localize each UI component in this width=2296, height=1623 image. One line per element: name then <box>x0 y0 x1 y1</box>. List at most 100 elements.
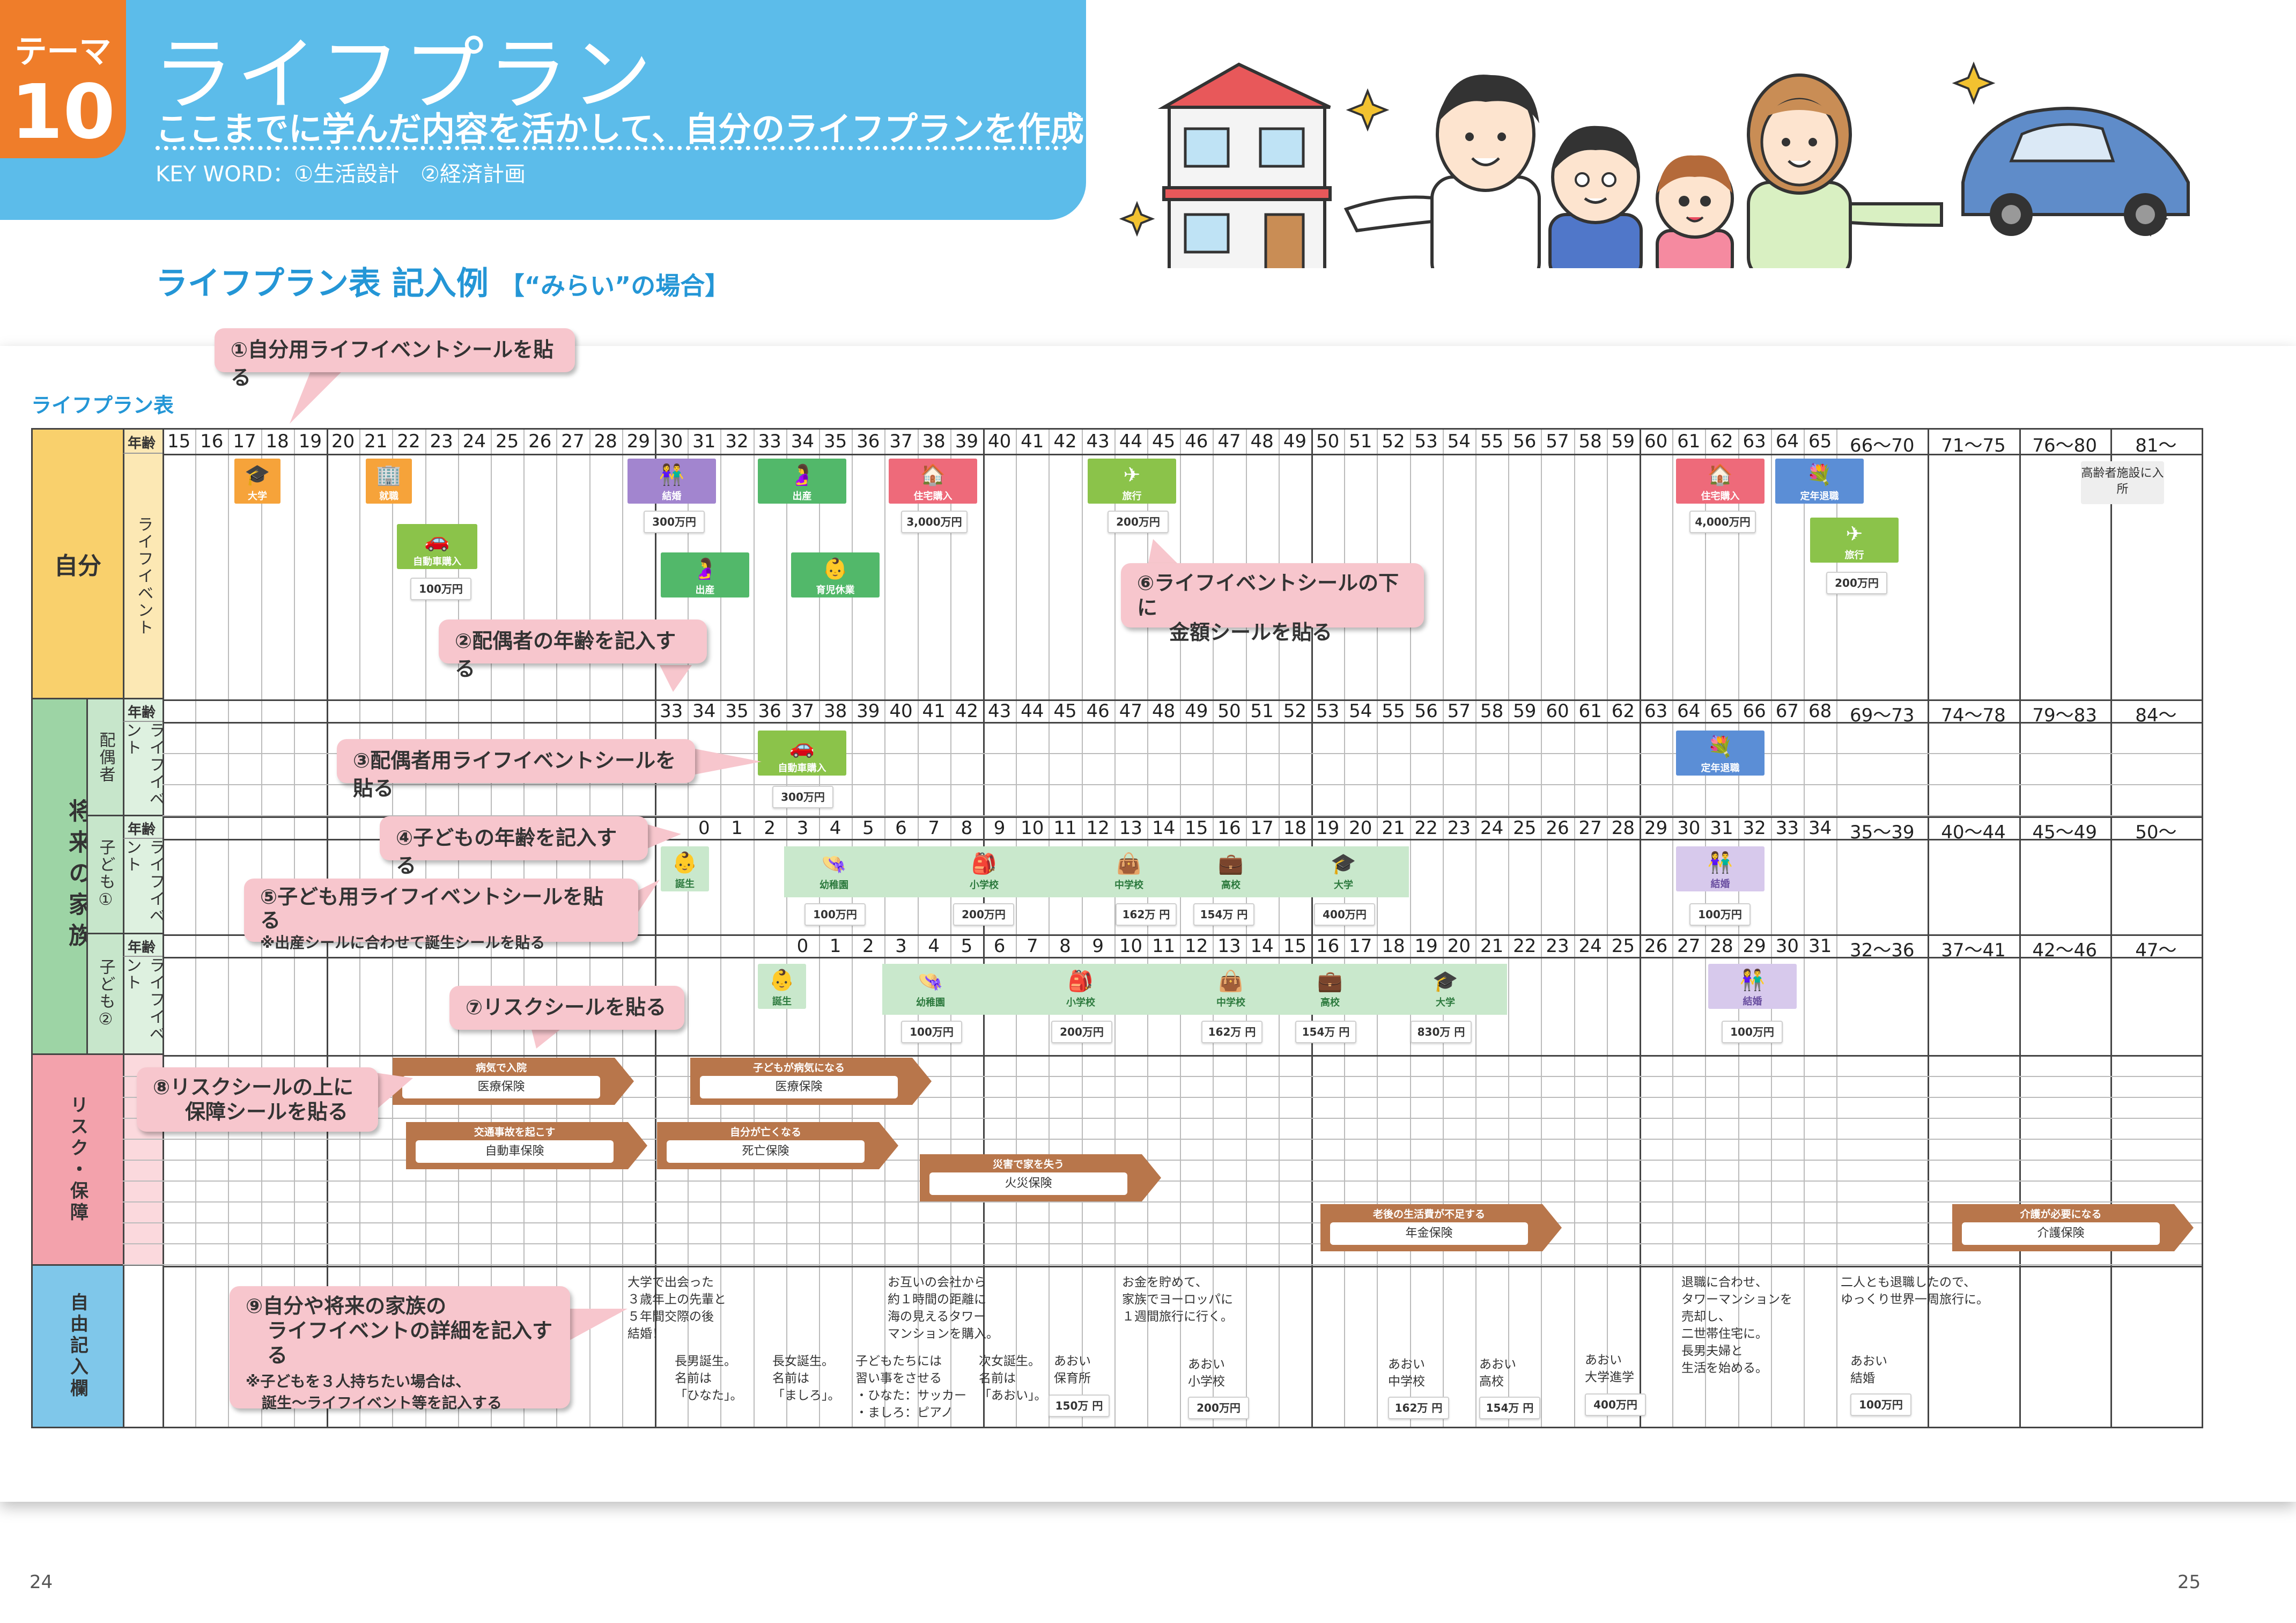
spouse-age-cell: 50 <box>1217 700 1241 722</box>
risk-label: 交通事故を起こす <box>474 1126 556 1138</box>
grid-vline <box>1836 430 1838 1427</box>
header-band <box>0 0 1086 220</box>
amount-c2-marriage: 100万円 <box>1722 1021 1783 1043</box>
section-title-sub: 【“みらい”の場合】 <box>499 271 730 300</box>
spouse-age-cell: 43 <box>987 700 1012 722</box>
couple-icon: 👫 <box>1707 851 1733 874</box>
self-age-cell: 52 <box>1382 431 1405 452</box>
bouquet-icon: 💐 <box>1806 463 1833 486</box>
baby-icon: 👶 <box>769 968 795 992</box>
category-memo: 自由記入欄 <box>33 1266 123 1427</box>
child2-age-cell: 26 <box>1644 935 1668 957</box>
memo-aoi-nursery-amount: 150万 円 <box>1049 1395 1110 1417</box>
callout-step6-line1: ⑥ライフイベントシールの下に <box>1137 571 1399 619</box>
child2-age-cell: 29 <box>1743 935 1766 957</box>
sticker-label: 結婚 <box>1710 879 1730 890</box>
spouse-age-range-cell: 84～ <box>2135 705 2177 726</box>
callout-step6: ⑥ライフイベントシールの下に 金額シールを貼る <box>1121 563 1424 644</box>
memo-lessons: 子どもたちには 習い事をさせる ・ひなた：サッカー ・ましろ：ピアノ <box>855 1354 966 1420</box>
callout-step9-note1: ※子どもを３人持ちたい場合は、 <box>246 1373 471 1390</box>
self-age-cell: 61 <box>1677 431 1701 452</box>
sub-child1-event: ライフイベント <box>123 839 165 934</box>
grid-vline <box>1574 430 1575 1427</box>
memo-son: 長男誕生。 名前は 「ひなた」。 <box>675 1354 743 1403</box>
child1-age-cell: 23 <box>1447 817 1471 839</box>
category-self: 自分 <box>33 430 123 699</box>
amount-c1-jhs: 162万 円 <box>1116 903 1177 926</box>
insurance-label: 介護保険 <box>1962 1222 2160 1245</box>
spouse-age-cell: 53 <box>1316 700 1340 722</box>
keyword-line: KEY WORD：①生活設計 ②経済計画 <box>156 162 526 187</box>
grid-hline-minor <box>123 1097 2202 1098</box>
baby-icon: 👶 <box>822 557 848 580</box>
sticker-c2-kinder: 👒幼稚園 <box>890 965 971 1010</box>
grid-vline <box>884 430 886 1427</box>
grid-vline <box>1928 430 1930 1427</box>
category-memo-label: 自由記入欄 <box>67 1293 88 1400</box>
car-icon: 🚗 <box>789 735 815 758</box>
child1-age-cell: 17 <box>1250 817 1274 839</box>
sticker-label: 中学校 <box>1216 997 1245 1008</box>
sticker-label: 幼稚園 <box>820 880 848 891</box>
child1-age-cell: 28 <box>1611 817 1635 839</box>
grid-hline <box>163 934 2202 936</box>
sticker-label: 小学校 <box>970 880 999 891</box>
amount-c1-kinder: 100万円 <box>804 903 866 926</box>
child1-age-cell: 19 <box>1316 817 1340 839</box>
section-title: ライフプラン表 記入例 【“みらい”の場合】 <box>156 257 729 304</box>
self-age-cell: 53 <box>1414 431 1438 452</box>
sticker-spouse-retire: 💐定年退職 <box>1676 731 1765 776</box>
page-number-left: 24 <box>29 1572 53 1593</box>
child2-age-cell: 20 <box>1447 935 1471 957</box>
child2-age-cell: 17 <box>1349 935 1372 957</box>
child1-age-range-cell: 40～44 <box>1941 822 2006 843</box>
insurance-label: 自動車保険 <box>416 1140 614 1163</box>
risk-traffic-accident: 交通事故を起こす 自動車保険 <box>406 1122 647 1169</box>
child2-age-cell: 18 <box>1382 935 1405 957</box>
spouse-age-cell: 41 <box>922 700 946 722</box>
child1-age-range-cell: 45～49 <box>2032 822 2097 843</box>
spouse-age-cell: 60 <box>1546 700 1569 722</box>
callout-step5: ⑤子ども用ライフイベントシールを貼る ※出産シールに合わせて誕生シールを貼る <box>244 879 638 951</box>
sticker-label: 大学 <box>1334 880 1353 891</box>
grid-vline <box>1213 430 1214 1427</box>
pregnant-icon: 🤰 <box>692 557 718 580</box>
sticker-travel2: ✈旅行 <box>1810 518 1899 563</box>
amount-c1-univ: 400万円 <box>1314 903 1375 926</box>
amount-c1-elem: 200万円 <box>953 903 1014 926</box>
sticker-birth2: 🤰出産 <box>661 552 749 597</box>
child1-age-cell: 21 <box>1382 817 1405 839</box>
sticker-marriage: 👫結婚 <box>627 459 716 504</box>
spouse-age-cell: 39 <box>857 700 880 722</box>
child2-age-cell: 11 <box>1151 935 1176 957</box>
self-age-cell: 20 <box>331 431 355 452</box>
age-label-spouse: 年齢 <box>128 705 156 721</box>
sticker-label: 旅行 <box>1844 550 1864 561</box>
grid-hline <box>163 1266 2202 1267</box>
self-age-cell: 15 <box>167 431 191 452</box>
sticker-label: 定年退職 <box>1800 491 1839 502</box>
risk-label: 子どもが病気になる <box>752 1062 845 1074</box>
sticker-univ: 🎓大学 <box>234 459 280 504</box>
bag-icon: 👜 <box>1218 969 1244 993</box>
family-illustration <box>1119 61 2190 268</box>
page-title: ライフプラン <box>153 28 655 122</box>
callout-step7: ⑦リスクシールを貼る <box>449 986 684 1030</box>
self-age-cell: 24 <box>462 431 486 452</box>
child2-age-cell: 8 <box>1059 935 1071 957</box>
amount-travel2: 200万円 <box>1826 572 1887 594</box>
sticker-c1-hs: 💼高校 <box>1191 847 1271 892</box>
risk-nursing-care: 介護が必要になる 介護保険 <box>1952 1204 2194 1251</box>
grid-vline <box>1114 430 1116 1427</box>
sticker-childcare: 👶育児休業 <box>791 552 880 597</box>
memo-aoi-hs-amount: 154万 円 <box>1479 1397 1540 1419</box>
child2-age-cell: 10 <box>1119 935 1143 957</box>
child1-age-cell: 11 <box>1053 817 1077 839</box>
child2-age-cell: 25 <box>1611 935 1635 957</box>
sticker-label: 住宅購入 <box>913 491 953 502</box>
sticker-house: 🏠住宅購入 <box>889 459 977 504</box>
theme-tab: テーマ 10 <box>0 0 126 158</box>
child2-age-range-cell: 37～41 <box>1941 940 2006 961</box>
child1-age-cell: 34 <box>1808 817 1832 839</box>
grid-vline <box>228 430 230 1427</box>
